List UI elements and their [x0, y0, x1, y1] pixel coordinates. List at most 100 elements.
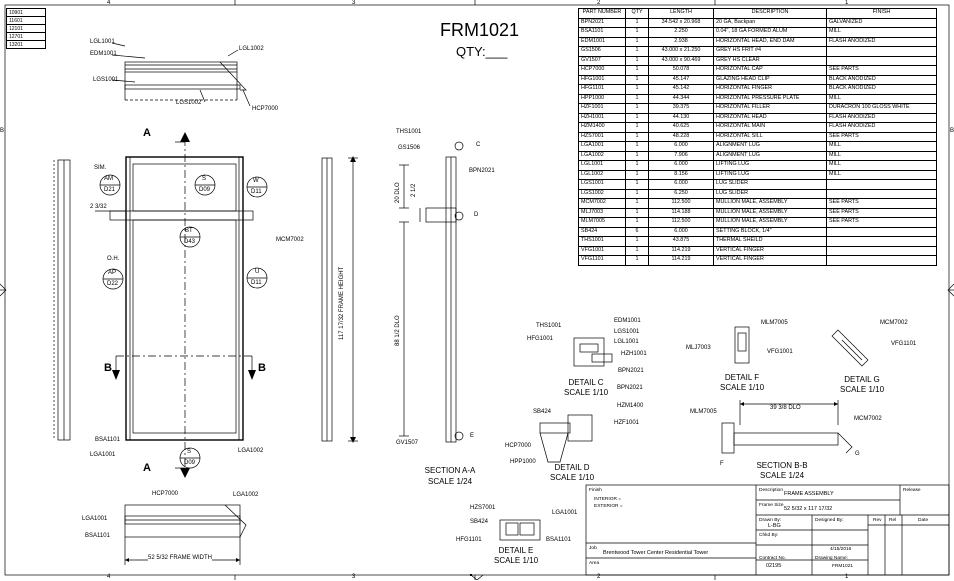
part-label: HPP1000 — [510, 459, 536, 465]
section-scale: SCALE 1/24 — [427, 477, 473, 486]
section-title: SECTION B-B — [756, 461, 808, 470]
table-cell: ALIGNMENT LUG — [713, 141, 827, 152]
table-cell — [826, 188, 937, 199]
table-cell — [826, 55, 937, 66]
callout-top: W — [253, 178, 259, 184]
exterior-label: EXTERIOR = — [594, 504, 623, 509]
revision-list: 10901 11601 12101 12701 13201 — [6, 8, 46, 49]
table-cell: 8.156 — [648, 169, 714, 180]
contract-label: Contract No. — [759, 556, 786, 561]
part-label: LGS1002 — [176, 100, 202, 106]
part-label: HZS7001 — [470, 505, 496, 511]
part-label: LGS1001 — [93, 77, 119, 83]
part-label: BSA1101 — [95, 437, 120, 443]
table-cell: BPN2021 — [578, 17, 626, 28]
table-cell: SETTING BLOCK, 1/4" — [713, 226, 827, 237]
release-label: Release — [903, 488, 921, 493]
table-cell: VFG1101 — [578, 255, 626, 266]
table-cell: 34.542 x 20.968 — [648, 17, 714, 28]
table-cell: 6.000 — [648, 160, 714, 171]
revision-number: 11601 — [6, 16, 46, 25]
table-cell: SB424 — [578, 226, 626, 237]
table-cell: MCM7002 — [578, 198, 626, 209]
table-cell: 1 — [625, 141, 649, 152]
detail-scale: SCALE 1/10 — [493, 556, 539, 565]
table-cell: 1 — [625, 46, 649, 57]
drawing-name-value: FRM1021 — [832, 564, 854, 569]
drawn-by-value: L-BG — [768, 523, 781, 529]
table-cell: 1 — [625, 112, 649, 123]
zone-letter: B — [0, 128, 5, 134]
sim-label: SIM. — [94, 165, 107, 171]
part-label: VFG1101 — [891, 341, 917, 347]
part-label: HCP7000 — [252, 106, 279, 112]
column-header: DESCRIPTION — [713, 8, 827, 19]
part-label: BPN2021 — [618, 368, 644, 374]
dimension-label: 39 3/8 DLO — [770, 405, 801, 412]
dimension-label: 88 1/2 DLO — [395, 315, 401, 346]
column-header: LENGTH — [648, 8, 714, 19]
table-cell: HORIZONTAL HEAD — [713, 112, 827, 123]
table-cell: 0.04", 18 GA FORMED ALUM — [713, 27, 827, 38]
table-cell: 45.147 — [648, 74, 714, 85]
table-cell: LGA1002 — [578, 150, 626, 161]
table-cell: HZH1001 — [578, 112, 626, 123]
table-cell: 1 — [625, 245, 649, 256]
callout-top: S — [187, 449, 192, 455]
part-label: LGA1002 — [238, 448, 264, 454]
frame-size-label: Frame Size — [759, 503, 784, 508]
table-cell — [826, 179, 937, 190]
table-cell: GALVANIZED — [826, 17, 937, 28]
job-value: Brentwood Tower Center Residential Tower — [603, 550, 709, 556]
part-label: HZF1001 — [614, 420, 640, 426]
column-header: FINISH — [826, 8, 937, 19]
date-value: 4/15/2016 — [830, 547, 852, 552]
drawing-title: FRM1021 — [440, 20, 520, 40]
callout-bottom: D09 — [184, 460, 196, 466]
table-cell: HZF1001 — [578, 103, 626, 114]
table-cell: MULLION MALE, ASSEMBLY — [713, 198, 827, 209]
date-label: Date — [918, 518, 929, 523]
table-cell: SEE PARTS — [826, 207, 937, 218]
table-cell: MILL — [826, 169, 937, 180]
part-label: MCM7002 — [880, 320, 908, 326]
table-cell: 1 — [625, 27, 649, 38]
part-label: MCM7002 — [276, 237, 304, 243]
column-header: PART NUMBER — [578, 8, 626, 19]
table-cell: SEE PARTS — [826, 65, 937, 76]
callout-bottom: D43 — [184, 239, 196, 245]
detail-mark: C — [476, 142, 481, 148]
callout-top: S — [202, 176, 207, 182]
table-cell: LUG SLIDER — [713, 188, 827, 199]
zone-number: 4 — [107, 0, 111, 6]
drawing-name-label: Drawing Name: — [815, 556, 849, 561]
part-label: HZH1001 — [621, 351, 647, 357]
quantity-label: QTY:___ — [456, 44, 508, 59]
zone-number: 2 — [597, 0, 601, 6]
table-cell: GV1507 — [578, 55, 626, 66]
frame-size-value: 52 5/32 x 117 17/32 — [784, 506, 833, 512]
table-cell: HORIZONTAL HEAD, END DAM — [713, 36, 827, 47]
table-cell: 2.938 — [648, 36, 714, 47]
part-label: THS1001 — [396, 129, 422, 135]
table-cell: SEE PARTS — [826, 217, 937, 228]
table-cell: MULLION MALE, ASSEMBLY — [713, 207, 827, 218]
part-label: MCM7002 — [854, 416, 882, 422]
table-cell: GREY HS CLEAR — [713, 55, 827, 66]
part-label: LGL1001 — [90, 39, 115, 45]
table-cell: LIFTING LUG — [713, 169, 827, 180]
table-cell: HORIZONTAL MAIN — [713, 122, 827, 133]
part-label: LGA1001 — [82, 516, 108, 522]
part-label: BSA1101 — [546, 537, 571, 543]
